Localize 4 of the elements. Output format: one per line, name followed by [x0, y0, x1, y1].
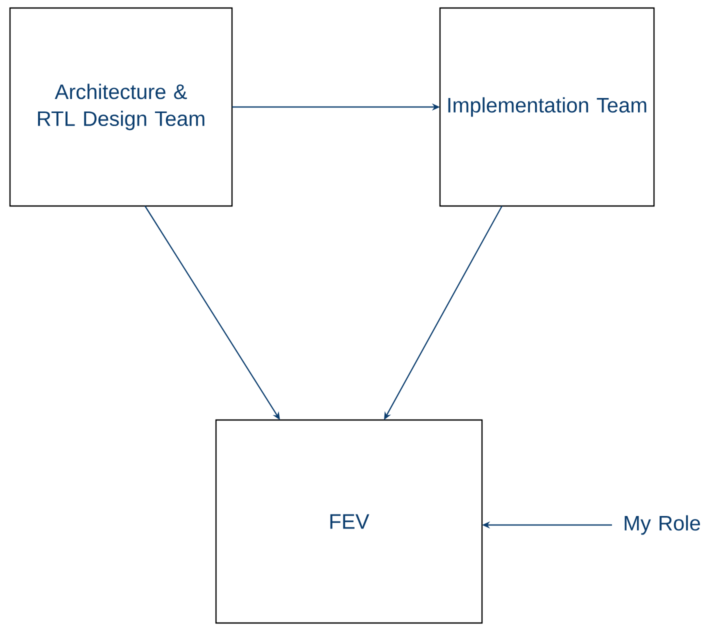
process-box: FEV [215, 419, 483, 624]
process-box: Architecture & RTL Design Team [9, 7, 233, 207]
role-label: My Role [624, 515, 700, 535]
process-box: Implementation Team [439, 7, 655, 207]
